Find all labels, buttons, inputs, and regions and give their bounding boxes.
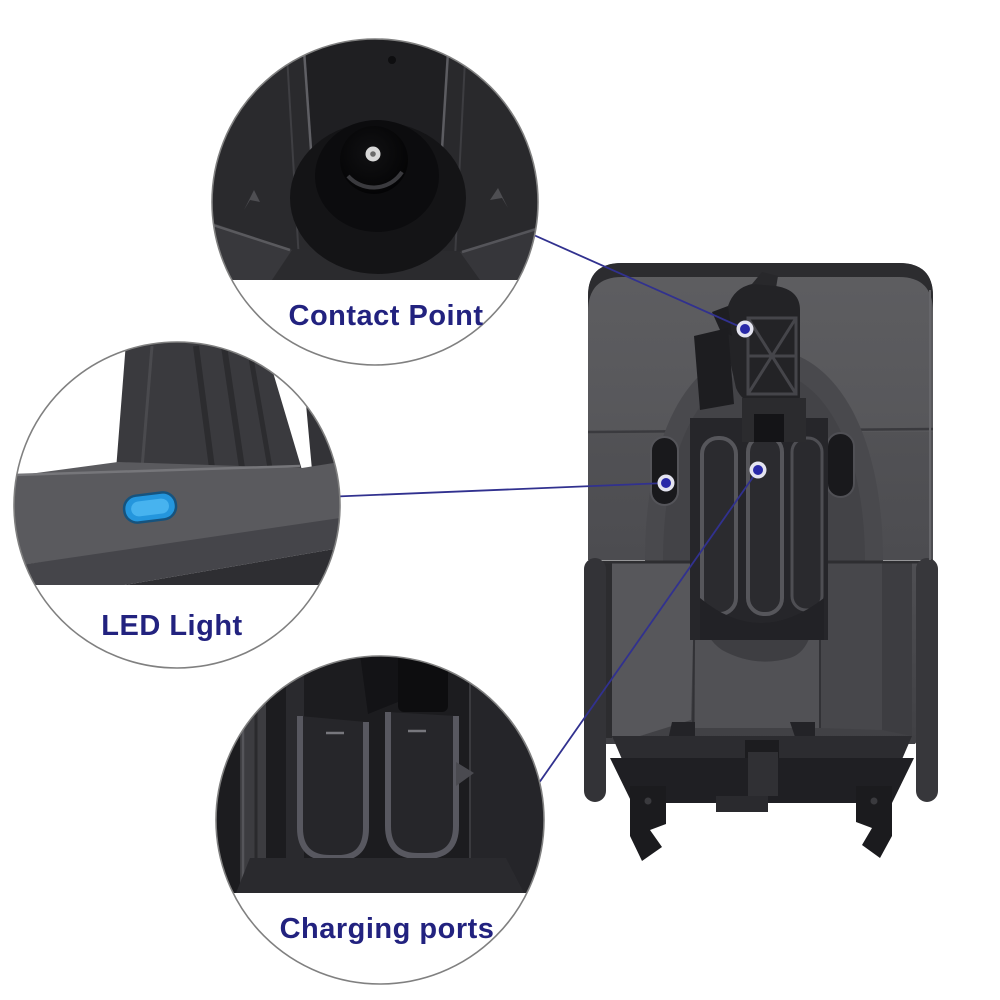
bottom-hook-right [790, 722, 815, 740]
led-light-circle-border [13, 341, 341, 669]
mount-clip-arm [694, 328, 734, 410]
callout-line-charging-ports [519, 469, 759, 811]
side-slot-right [826, 432, 855, 498]
bottom-hook-left [668, 722, 695, 740]
callout-dot-led-light [657, 474, 675, 492]
callout-dot-contact-point [736, 320, 754, 338]
bottom-center-block [748, 752, 778, 796]
callout-circle-contact-point: Contact Point [211, 38, 539, 366]
callout-line-led-light [299, 482, 667, 499]
charging-ports-label: Charging ports [280, 913, 495, 945]
battery-right-panel [820, 562, 882, 730]
battery-left-panel [612, 562, 695, 736]
charging-channel-2 [746, 434, 784, 616]
mount-bracket [728, 284, 800, 412]
led-light-closeup [14, 342, 340, 668]
side-pillar-left [584, 558, 606, 802]
led-light-label: LED Light [101, 610, 242, 642]
battery-pack-photo [584, 263, 938, 861]
battery-top-edge [588, 263, 933, 312]
bottom-notch [716, 796, 768, 812]
callout-dot-charging-ports [749, 461, 767, 479]
molded-arrow-right [490, 188, 508, 208]
bracket-cross-brace [746, 316, 798, 396]
side-slot-left [650, 436, 679, 506]
contact-point-label: Contact Point [289, 300, 484, 332]
clip-screw-left [644, 797, 652, 805]
callout-line-contact-point [499, 219, 746, 330]
charging-channel-3 [790, 436, 824, 612]
callout-connectors [299, 219, 759, 811]
top-block [398, 656, 448, 712]
callout-circle-led-light: LED Light [13, 341, 341, 669]
contact-point-circle-border [211, 38, 539, 366]
callout-dots [657, 320, 767, 492]
led-indicator [122, 491, 178, 524]
battery-right-strip [882, 562, 912, 736]
clip-screw-right [870, 797, 878, 805]
molded-arrow-left [244, 190, 260, 210]
mount-clip-left [630, 786, 666, 861]
side-pillar-right [916, 558, 938, 802]
callout-circle-charging-ports: Charging ports [215, 655, 545, 985]
mount-clip-right [856, 786, 892, 858]
battery-mount-assembly [690, 272, 828, 640]
deck-surface [14, 462, 340, 566]
charging-ports-circle-border [215, 655, 545, 985]
